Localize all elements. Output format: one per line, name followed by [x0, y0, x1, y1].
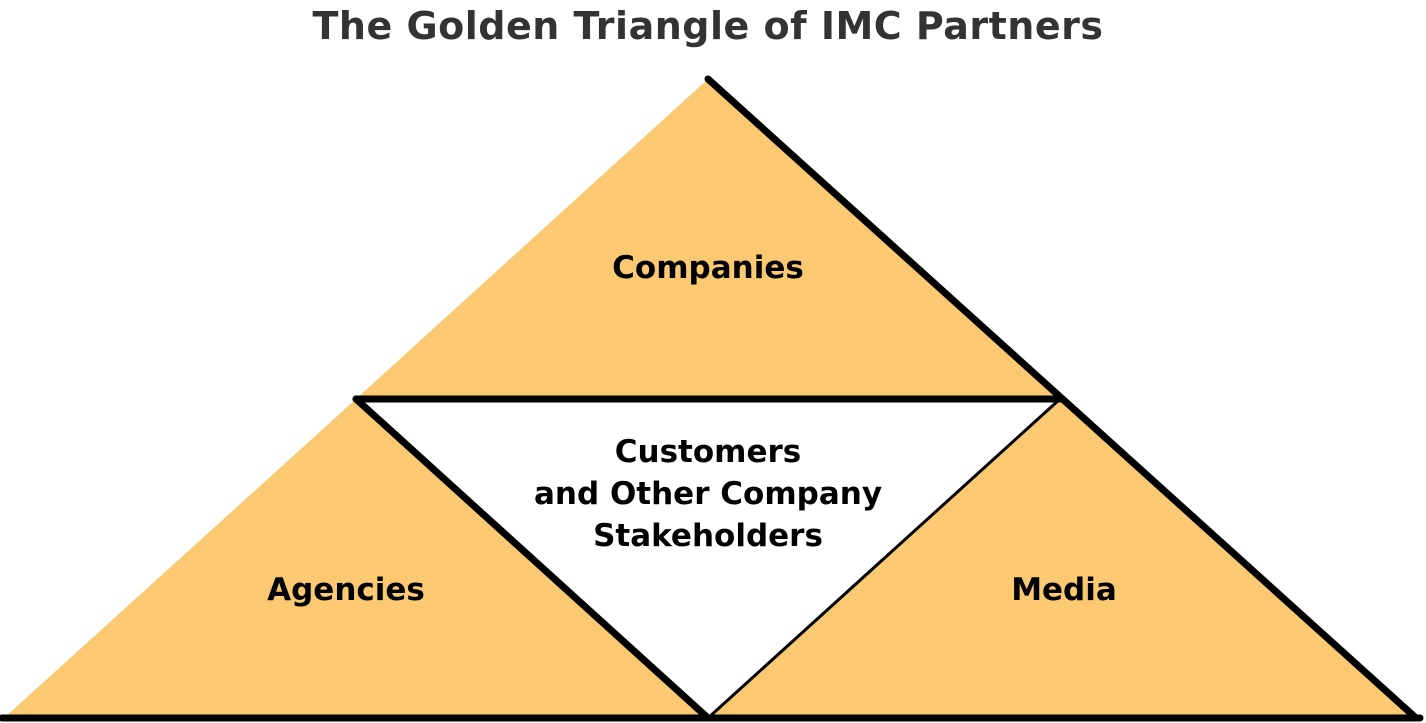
agencies-label: Agencies: [267, 572, 425, 608]
customers-label-line-2: and Other Company: [534, 476, 882, 512]
media-triangle: [708, 399, 1416, 718]
agencies-triangle: [4, 399, 708, 718]
center-left-edge: [352, 395, 712, 722]
customers-triangle: [356, 399, 1060, 718]
center-right-edge: [706, 397, 1062, 720]
companies-triangle: [356, 79, 1060, 399]
customers-label-line-3: Stakeholders: [593, 518, 823, 554]
companies-label: Companies: [612, 250, 804, 286]
triangle-outline: [0, 75, 1424, 722]
diagram-title: The Golden Triangle of IMC Partners: [312, 4, 1104, 48]
customers-label-line-1: Customers: [615, 434, 801, 470]
media-label: Media: [1011, 572, 1117, 608]
